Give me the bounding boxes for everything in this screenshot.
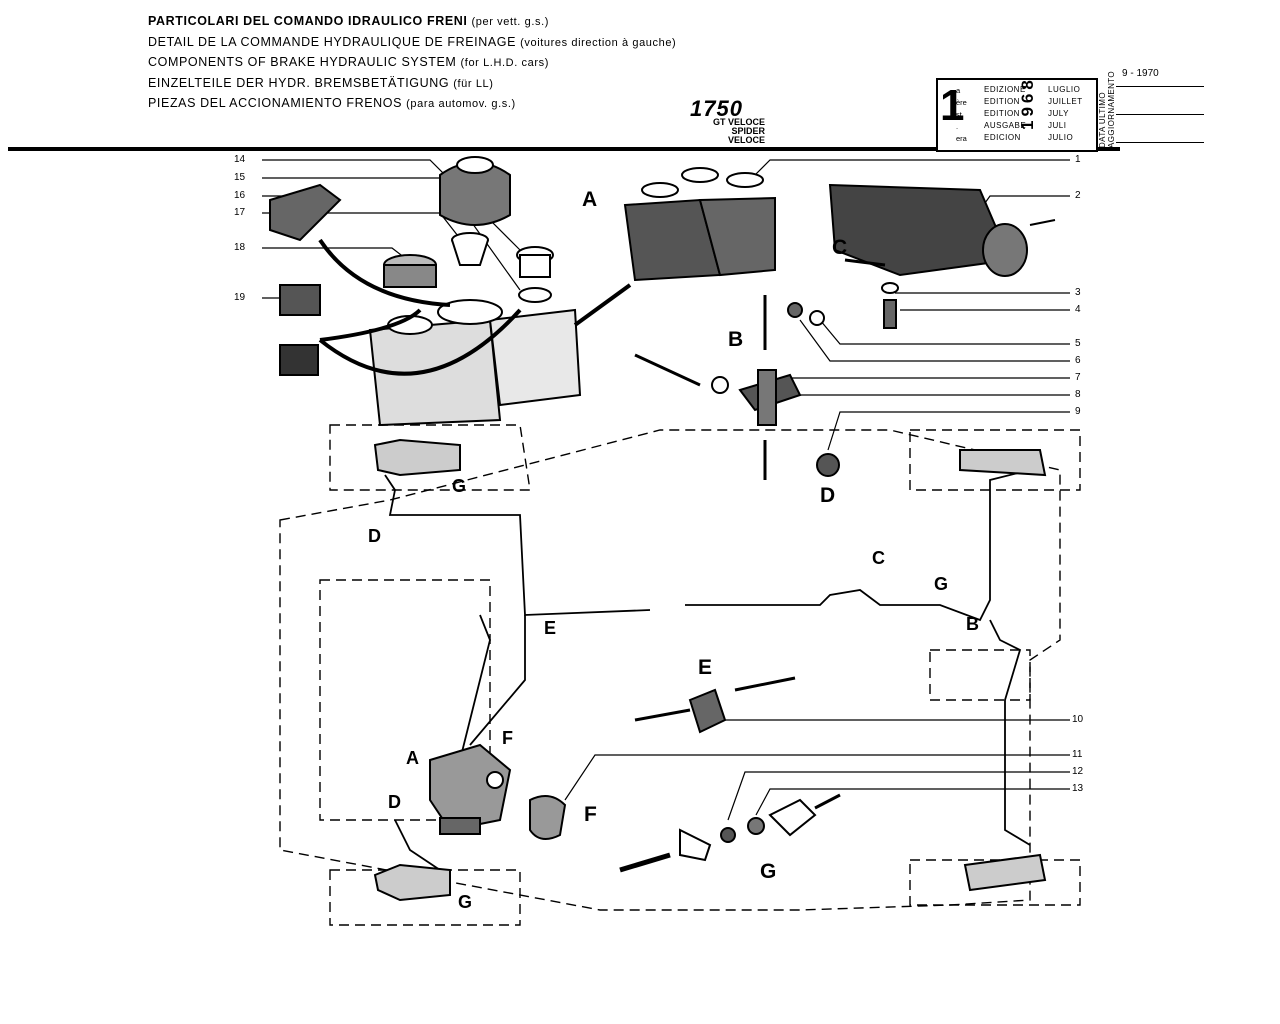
chassis-letter-F: F: [502, 728, 513, 748]
leader-line: [799, 319, 1070, 362]
part-number-10: 10: [1072, 714, 1084, 725]
part-number-3: 3: [1075, 287, 1081, 298]
leader-line: [727, 771, 1070, 821]
union-E: [634, 676, 796, 734]
part-number-8: 8: [1075, 389, 1081, 400]
reservoir-assembly: [269, 156, 582, 427]
assembly-arrows: [318, 238, 632, 376]
part-number-2: 2: [1075, 190, 1081, 201]
part-number-7: 7: [1075, 372, 1081, 383]
update-line: [1116, 114, 1204, 115]
detail-letter-G: G: [760, 860, 777, 883]
title-spanish: PIEZAS DEL ACCIONAMIENTO FRENOS (para au…: [148, 96, 516, 110]
chassis-outline: [279, 424, 1081, 926]
part-number-5: 5: [1075, 338, 1081, 349]
tee-fitting-B: [634, 295, 840, 480]
chassis-letter-C: C: [872, 548, 885, 568]
servo-C: [828, 183, 1056, 329]
chassis-letter-E: E: [544, 618, 557, 638]
part-number-6: 6: [1075, 355, 1081, 366]
bolt-G: [619, 793, 841, 873]
part-number-4: 4: [1075, 304, 1081, 315]
model-number: 1750: [690, 96, 743, 121]
edition-ordinal: .: [956, 122, 959, 131]
edition-word: EDITION: [984, 109, 1020, 118]
part-number-15: 15: [234, 172, 246, 183]
detail-letter-F: F: [584, 803, 597, 826]
edition-month: JULY: [1048, 109, 1069, 118]
leader-line: [827, 411, 1070, 451]
update-line: [1116, 86, 1204, 87]
edition-ordinal: st: [956, 110, 962, 119]
leader-line: [979, 195, 1070, 211]
title-german: EINZELTEILE DER HYDR. BREMSBETÄTIGUNG (f…: [148, 76, 494, 90]
detail-letter-A: A: [582, 188, 598, 211]
chassis-letter-A: A: [406, 748, 419, 768]
part-number-14: 14: [234, 154, 246, 165]
model-variants: GT VELOCE SPIDER VELOCE: [712, 117, 765, 145]
edition-word: EDITION: [984, 97, 1020, 106]
title-english: COMPONENTS OF BRAKE HYDRAULIC SYSTEM (fo…: [148, 55, 549, 69]
part-number-12: 12: [1072, 766, 1084, 777]
master-cylinder-on-car: [429, 743, 512, 835]
detail-letter-B: B: [728, 328, 744, 351]
chassis-letter-G: G: [458, 892, 473, 912]
edition-box: [936, 78, 1098, 152]
part-number-13: 13: [1072, 783, 1084, 794]
edition-word: EDICION: [984, 133, 1021, 142]
edition-month: JUILLET: [1048, 97, 1083, 106]
detail-letter-C: C: [832, 236, 848, 259]
title-french: DETAIL DE LA COMMANDE HYDRAULIQUE DE FRE…: [148, 35, 677, 49]
leader-line: [749, 159, 1070, 181]
brake-pipes: [384, 469, 1031, 871]
part-number-18: 18: [234, 242, 246, 253]
title-italian: PARTICOLARI DEL COMANDO IDRAULICO FRENI …: [148, 14, 549, 28]
leader-line: [755, 788, 1070, 816]
edition-month: LUGLIO: [1048, 85, 1081, 94]
update-date: 9 - 1970: [1122, 68, 1159, 79]
edition-ordinal: a: [956, 86, 961, 95]
edition-word: AUSGABE: [984, 121, 1027, 130]
update-line: [1116, 142, 1204, 143]
part-number-11: 11: [1072, 749, 1083, 760]
edition-ordinal: ère: [956, 98, 967, 107]
chassis-letter-B: B: [966, 614, 979, 634]
part-number-1: 1: [1075, 154, 1081, 165]
clip-F: [529, 795, 567, 840]
part-number-16: 16: [234, 190, 246, 201]
chassis-letter-D: D: [388, 792, 401, 812]
chassis-letter-G: G: [934, 574, 949, 594]
master-cylinder-A: [623, 167, 776, 282]
edition-number: 1: [940, 81, 965, 130]
leader-line: [819, 319, 1070, 345]
part-number-17: 17: [234, 207, 246, 218]
edition-word: EDIZIONE: [984, 85, 1026, 94]
leader-line: [564, 754, 1070, 801]
chassis-letter-G: G: [452, 476, 467, 496]
header-rule: [8, 147, 1120, 151]
edition-ordinal: era: [956, 134, 967, 143]
edition-month: JULI: [1048, 121, 1067, 130]
edition-month: JULIO: [1048, 133, 1074, 142]
detail-letter-E: E: [698, 656, 713, 679]
part-number-9: 9: [1075, 406, 1081, 417]
wheel-brakes: [373, 438, 1047, 902]
detail-letter-D: D: [820, 484, 836, 507]
part-number-19: 19: [234, 292, 246, 303]
chassis-letter-D: D: [368, 526, 381, 546]
